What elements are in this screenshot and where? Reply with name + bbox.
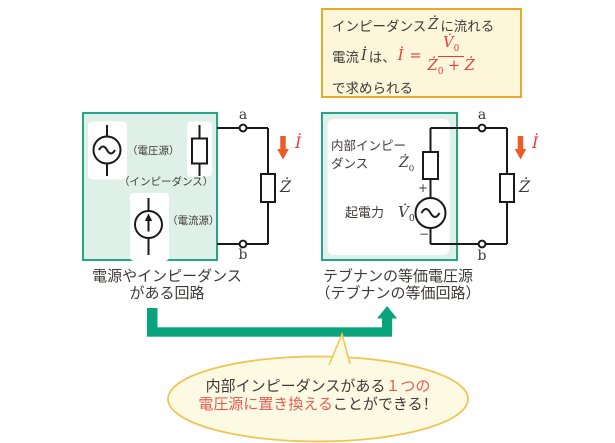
v0-symbol: V̇ bbox=[443, 35, 454, 51]
internal-impedance-icon bbox=[422, 128, 439, 198]
v0-label-sub: 0 bbox=[408, 213, 415, 224]
callout-line2-red: 電圧源に置き換える bbox=[198, 395, 333, 413]
internal-impedance-line2: ダンス bbox=[331, 157, 369, 171]
impedance-symbol: Ż bbox=[428, 17, 439, 33]
current-symbol: İ bbox=[361, 48, 367, 65]
current-source-arrowhead bbox=[144, 213, 153, 221]
current-source-label: （電流源） bbox=[167, 215, 220, 227]
z0-symbol: Ż bbox=[427, 57, 438, 74]
callout-line1-dark: 内部インピーダンスがある bbox=[205, 378, 386, 395]
formula-denominator: Ż0 + Ż bbox=[426, 57, 477, 78]
impedance-label: （インピーダンス） bbox=[119, 176, 214, 188]
right-caption-line1: テブナンの等価電圧源 bbox=[322, 268, 473, 285]
z0-subscript: 0 bbox=[437, 66, 444, 77]
internal-impedance-label: 内部インピー ダンス bbox=[331, 137, 406, 173]
callout-bubble bbox=[167, 331, 469, 443]
formula-note-line2-post: は、 bbox=[368, 50, 396, 66]
formula-note-line1-pre: インピーダンス bbox=[332, 19, 427, 34]
formula-note-line2-pre: 電流 bbox=[332, 50, 359, 66]
callout-line2: 電圧源に置き換えることができる！ bbox=[168, 396, 468, 414]
z0-label: Ż0 bbox=[399, 155, 414, 174]
voltage-source-icon bbox=[92, 125, 122, 176]
terminal-a-left-label: a bbox=[238, 107, 248, 123]
formula-note-line3: で求められる bbox=[332, 77, 511, 97]
load-impedance-left-label: Ż bbox=[280, 177, 292, 196]
polarity-minus: − bbox=[418, 227, 430, 241]
formula-numerator: V̇0 bbox=[438, 35, 465, 57]
terminal-b-right-label: b bbox=[477, 248, 487, 264]
plus-sign: + bbox=[448, 57, 461, 74]
emf-source-icon bbox=[414, 197, 447, 244]
callout-line2-dark: ことができる！ bbox=[332, 395, 438, 413]
terminal-a-right-label: a bbox=[477, 107, 487, 123]
current-arrow-left bbox=[277, 136, 289, 160]
formula-note-line1-post: に流れる bbox=[440, 19, 495, 34]
z0-label-sub: 0 bbox=[408, 163, 415, 174]
emf-label: 起電力 bbox=[345, 205, 385, 220]
impedance-icon bbox=[191, 125, 208, 176]
load-impedance-left bbox=[260, 173, 276, 203]
terminal-b-right bbox=[477, 239, 487, 249]
v0-label-sym: V̇ bbox=[398, 203, 409, 221]
right-source-box bbox=[321, 112, 458, 261]
terminal-a-right bbox=[477, 123, 487, 133]
load-impedance-right-label: Ż bbox=[519, 177, 531, 196]
current-left-label: İ bbox=[295, 133, 302, 152]
left-circuit-wires bbox=[217, 123, 276, 249]
terminal-b-left bbox=[238, 239, 248, 249]
polarity-plus: + bbox=[417, 181, 429, 195]
left-circuit-caption: 電源やインピーダンス がある回路 bbox=[62, 268, 272, 302]
internal-impedance-line1: 内部インピー bbox=[331, 139, 407, 153]
z0-label-sym: Ż bbox=[399, 155, 409, 171]
formula-fraction: V̇0 Ż0 + Ż bbox=[426, 35, 477, 77]
callout-line1-red: １つの bbox=[385, 378, 431, 395]
callout-text: 内部インピーダンスがある１つの 電圧源に置き換えることができる！ bbox=[168, 378, 468, 413]
right-caption-line2: （テブナンの等価回路） bbox=[315, 284, 481, 302]
formula-note-line3-text: で求められる bbox=[332, 81, 413, 97]
formula-lhs: İ bbox=[397, 48, 404, 65]
current-arrow-right bbox=[514, 136, 527, 160]
terminal-a-left bbox=[238, 123, 248, 133]
z-symbol: Ż bbox=[464, 57, 475, 74]
left-caption-line2: がある回路 bbox=[129, 284, 205, 302]
v0-subscript: 0 bbox=[453, 43, 460, 54]
transform-arrow bbox=[147, 306, 398, 337]
terminal-b-left-label: b bbox=[238, 247, 248, 263]
v0-label: V̇0 bbox=[398, 203, 415, 225]
left-caption-line1: 電源やインピーダンス bbox=[92, 268, 242, 285]
current-formula: İ = V̇0 Ż0 + Ż bbox=[396, 35, 477, 77]
current-right-label: İ bbox=[532, 133, 539, 152]
right-circuit-caption: テブナンの等価電圧源 （テブナンの等価回路） bbox=[290, 268, 506, 302]
voltage-source-label: （電圧源） bbox=[127, 145, 180, 157]
load-impedance-right bbox=[499, 173, 515, 203]
right-circuit-wires bbox=[430, 123, 515, 249]
current-source-icon bbox=[134, 198, 163, 255]
formula-equals: = bbox=[409, 48, 422, 65]
callout-line1: 内部インピーダンスがある１つの bbox=[168, 378, 468, 396]
